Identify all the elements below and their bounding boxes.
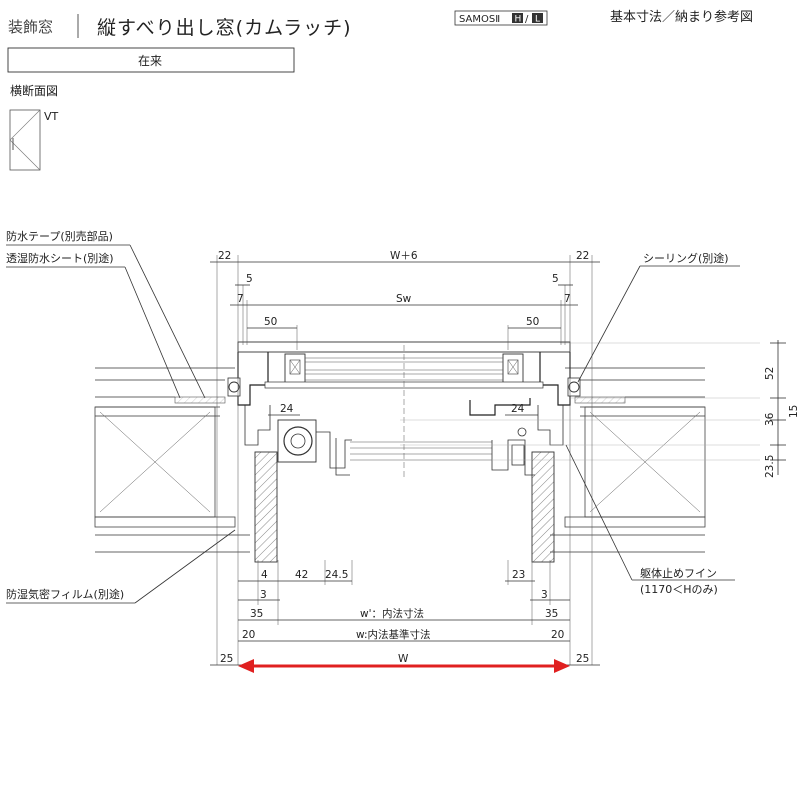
dim-22-left: 22 (218, 250, 231, 262)
callout-fin: 躯体止めフイン (640, 566, 717, 580)
callout-vapor-film: 防湿気密フィルム(別途) (6, 587, 124, 601)
dim-w-plus-6: W＋6 (390, 250, 418, 262)
dim-b3-left: 3 (260, 589, 267, 601)
series-badge: SAMOSⅡ H / L (454, 10, 548, 26)
callouts: 防水テープ(別売部品) 透湿防水シート(別途) シーリング(別途) 躯体止めフイ… (6, 229, 740, 604)
dim-36: 36 (764, 412, 776, 426)
left-jamb-hatched (254, 451, 278, 563)
dim-50-right: 50 (526, 316, 539, 328)
bottom-dimensions: 4 42 24.5 23 3 3 35 35 w'：内法寸法 20 20 w:内… (210, 560, 600, 666)
dim-b23: 23 (512, 569, 525, 581)
vt-label: VT (44, 110, 59, 123)
badge-box-h: H (515, 15, 522, 25)
badge-slash: / (525, 14, 529, 25)
dim-b20-left: 20 (242, 629, 255, 641)
dim-52: 52 (764, 367, 776, 380)
dim-w: W (398, 653, 409, 665)
dim-7-left: 7 (237, 293, 244, 305)
dim-b4: 4 (261, 569, 268, 581)
window-frame (227, 341, 760, 480)
top-dimensions: 22 W＋6 22 5 5 7 7 Sw 50 50 24 24 (210, 250, 600, 665)
dim-b42: 42 (295, 569, 308, 581)
dim-22-right: 22 (576, 250, 589, 262)
dim-5-right: 5 (552, 273, 559, 285)
construction-type-label: 在来 (138, 54, 162, 68)
badge-text: SAMOSⅡ (459, 14, 500, 25)
dim-24-right: 24 (511, 403, 525, 415)
callout-moisture-sheet: 透湿防水シート(別途) (6, 251, 114, 265)
dim-sw: Sw (396, 293, 412, 305)
dim-50-left: 50 (264, 316, 277, 328)
construction-type-tab (7, 47, 295, 73)
dim-b3-right: 3 (541, 589, 548, 601)
dim-24-left: 24 (280, 403, 294, 415)
section-label: 横断面図 (10, 83, 58, 98)
badge-box-l: L (535, 15, 540, 25)
dim-b24-5: 24.5 (325, 569, 348, 581)
dim-b20-right: 20 (551, 629, 564, 641)
right-dimensions: 52 36 15 23.5 (764, 340, 800, 478)
dim-b35-left: 35 (250, 608, 263, 620)
dim-inner: w'：内法寸法 (360, 607, 424, 620)
dim-b25-left: 25 (220, 653, 233, 665)
right-jamb-hatched (531, 451, 555, 563)
vt-window-icon (9, 109, 41, 171)
dim-23-5: 23.5 (764, 455, 776, 478)
callout-fin-note: (1170＜Hのみ) (640, 583, 718, 596)
dim-inner-base: w:内法基準寸法 (356, 628, 431, 641)
right-wall (550, 367, 706, 553)
callout-sealing: シーリング(別途) (643, 251, 729, 265)
callout-waterproof-tape: 防水テープ(別売部品) (6, 229, 113, 243)
drawing-type-title: 基本寸法／納まり参考図 (610, 9, 753, 25)
dim-15: 15 (788, 405, 800, 418)
window-title: 縦すべり出し窓(カムラッチ) (97, 17, 352, 39)
dim-b35-right: 35 (545, 608, 558, 620)
dim-7-right: 7 (564, 293, 571, 305)
dim-b25-right: 25 (576, 653, 589, 665)
width-arrow (238, 659, 570, 673)
category-label: 装飾窓 (8, 18, 53, 36)
dim-5-left: 5 (246, 273, 253, 285)
left-wall (94, 367, 250, 553)
